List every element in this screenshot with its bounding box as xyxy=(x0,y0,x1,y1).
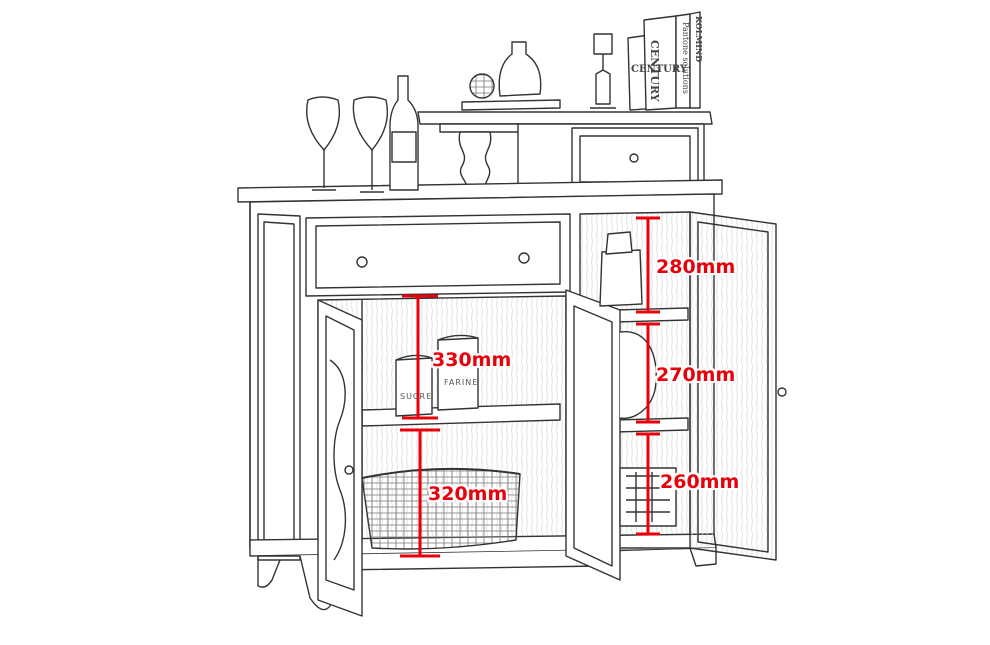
wine-bottle xyxy=(389,75,419,191)
book-title-3: Pantone solutions xyxy=(681,22,690,94)
right-door xyxy=(689,211,777,561)
dim-line-right-bottom xyxy=(636,432,660,536)
dimension-label-left-upper: 330mm xyxy=(432,349,512,371)
dimension-label-left-lower: 320mm xyxy=(428,483,508,505)
book-title-2: CENTURY xyxy=(648,40,661,102)
jar-label-farine: FARINE xyxy=(444,378,479,387)
glass-jar xyxy=(599,249,643,307)
jars xyxy=(395,334,479,417)
dimension-lines xyxy=(400,216,660,558)
left-door xyxy=(317,299,363,617)
cabinet-top xyxy=(237,179,723,203)
jar-label-sucre: SUCRE xyxy=(400,392,433,401)
basket xyxy=(361,468,521,550)
wine-glasses xyxy=(306,96,389,193)
candle xyxy=(593,33,613,55)
vase xyxy=(498,41,542,97)
dimension-label-right-bottom: 260mm xyxy=(660,471,740,493)
dimension-label-right-middle: 270mm xyxy=(656,364,736,386)
dim-line-left-upper xyxy=(402,294,438,420)
dim-line-right-top xyxy=(636,216,660,314)
book-title-1: CENTURY xyxy=(631,64,688,75)
dim-line-right-middle xyxy=(636,322,660,424)
hutch-shelf xyxy=(417,111,713,193)
dimension-label-right-top: 280mm xyxy=(656,256,736,278)
tray xyxy=(461,99,561,111)
wide-drawer xyxy=(305,213,571,297)
book-title-4: KOLMIND xyxy=(694,16,704,63)
books xyxy=(627,11,701,111)
dim-line-left-lower xyxy=(400,428,440,558)
